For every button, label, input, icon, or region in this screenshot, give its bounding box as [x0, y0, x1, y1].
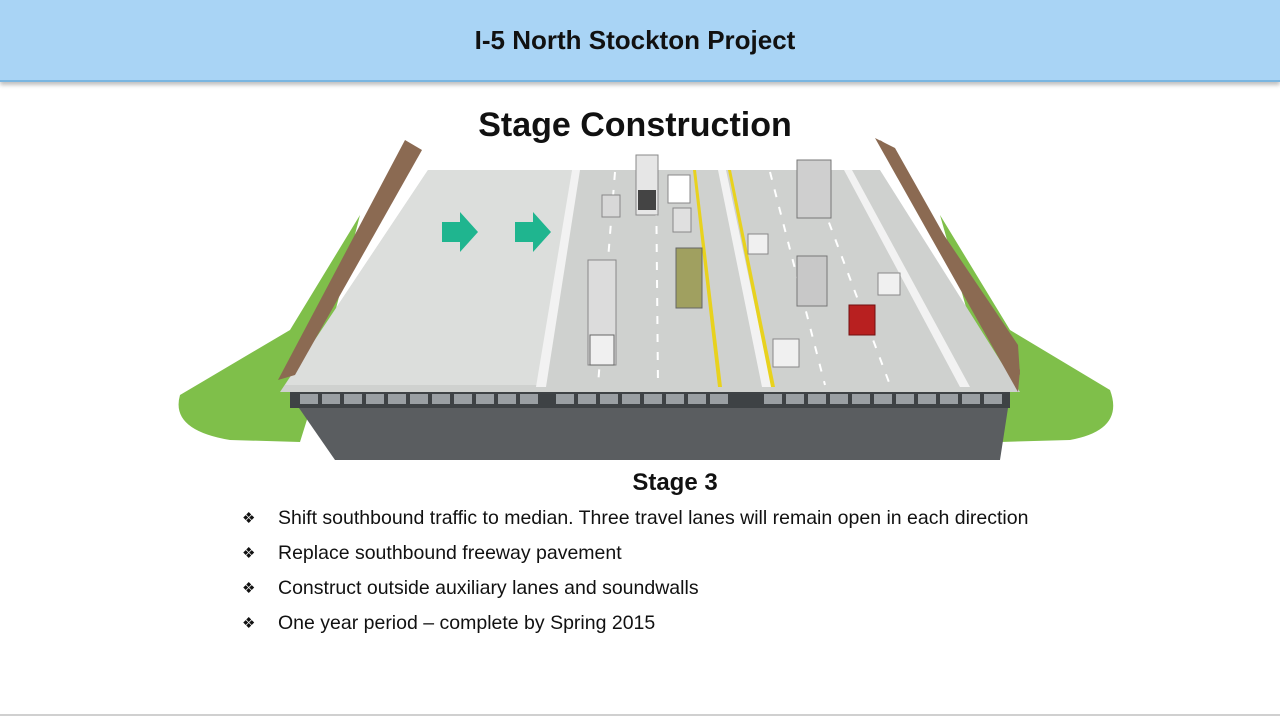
median-stripe-1	[693, 170, 722, 387]
list-item: ❖ Construct outside auxiliary lanes and …	[240, 576, 1110, 600]
bullet-text: Construct outside auxiliary lanes and so…	[278, 577, 699, 599]
soundwall-right-face	[875, 138, 1020, 392]
diamond-bullet-icon: ❖	[242, 615, 256, 632]
soundwall-left	[278, 140, 422, 380]
diamond-bullet-icon: ❖	[242, 580, 256, 597]
new-pavement-left	[285, 170, 572, 385]
bullet-text: One year period – complete by Spring 201…	[278, 612, 656, 634]
list-item: ❖ One year period – complete by Spring 2…	[240, 611, 1110, 635]
bullet-text: Replace southbound freeway pavement	[278, 542, 622, 564]
median-stripe-2	[728, 170, 775, 387]
barrier-1	[536, 170, 580, 387]
diamond-bullet-icon: ❖	[242, 545, 256, 562]
bottom-divider	[0, 714, 1280, 716]
bullet-text: Shift southbound traffic to median. Thre…	[278, 507, 1029, 529]
list-item: ❖ Shift southbound traffic to median. Th…	[240, 506, 1110, 530]
freeway-illustration	[178, 138, 1114, 460]
barrier-2	[718, 170, 772, 387]
bullet-list: ❖ Shift southbound traffic to median. Th…	[240, 506, 1110, 646]
section-title: Stage Construction	[478, 106, 792, 144]
grass-right	[940, 215, 1114, 442]
diamond-bullet-icon: ❖	[242, 510, 256, 527]
barrier-3	[844, 170, 970, 387]
header-bar: I-5 North Stockton Project	[0, 0, 1280, 82]
list-item: ❖ Replace southbound freeway pavement	[240, 541, 1110, 565]
slide-header-title: I-5 North Stockton Project	[474, 24, 796, 55]
box-girder-cells	[300, 394, 1002, 404]
arrow-icon	[515, 212, 551, 252]
arrow-icon	[442, 212, 478, 252]
stage-title: Stage 3	[632, 469, 718, 496]
bridge-underside	[290, 395, 1010, 460]
vehicles	[587, 154, 901, 368]
